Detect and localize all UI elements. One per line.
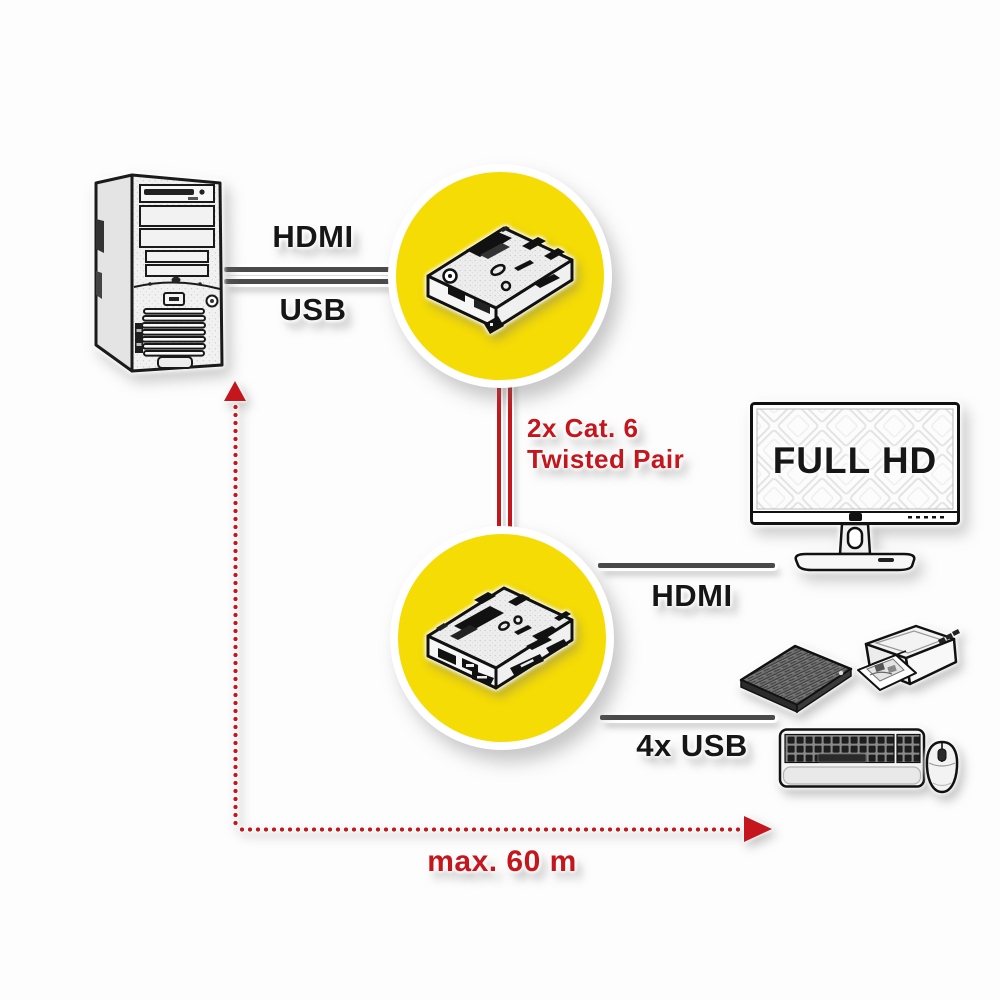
cable-usb-peripherals: [600, 715, 775, 720]
label-cat6-line2: Twisted Pair: [527, 444, 685, 474]
label-max-distance: max. 60 m: [427, 845, 577, 878]
full-hd-monitor-icon: [750, 402, 960, 572]
mouse-icon: [921, 739, 963, 795]
distance-arrow-horizontal: [238, 826, 744, 833]
pc-tower-icon: [88, 167, 228, 379]
extender-receiver-icon: [414, 564, 586, 710]
cable-usb-pc: [224, 279, 396, 284]
label-hdmi-pc: HDMI: [272, 219, 354, 254]
label-usb-peripherals: 4x USB: [636, 728, 748, 763]
label-full-hd: FULL HD: [772, 440, 938, 481]
external-hdd-icon: [737, 636, 855, 714]
distance-arrow-vertical: [232, 403, 239, 827]
inkjet-printer-icon: [850, 612, 970, 714]
keyboard-icon: [778, 727, 926, 798]
label-cat6-line1: 2x Cat. 6: [527, 413, 639, 443]
label-usb-pc: USB: [279, 292, 347, 327]
distance-arrow-right-head: [744, 816, 772, 842]
cat6-link-line-2: [508, 372, 512, 532]
label-hdmi-monitor: HDMI: [651, 578, 733, 613]
distance-arrow-up-head: [224, 381, 246, 401]
cable-hdmi-pc: [224, 267, 396, 272]
cat6-link-line-1: [497, 372, 501, 532]
extender-transmitter-icon: [414, 204, 586, 350]
label-cat6: 2x Cat. 6 Twisted Pair: [527, 413, 684, 475]
cable-hdmi-monitor: [598, 563, 775, 568]
